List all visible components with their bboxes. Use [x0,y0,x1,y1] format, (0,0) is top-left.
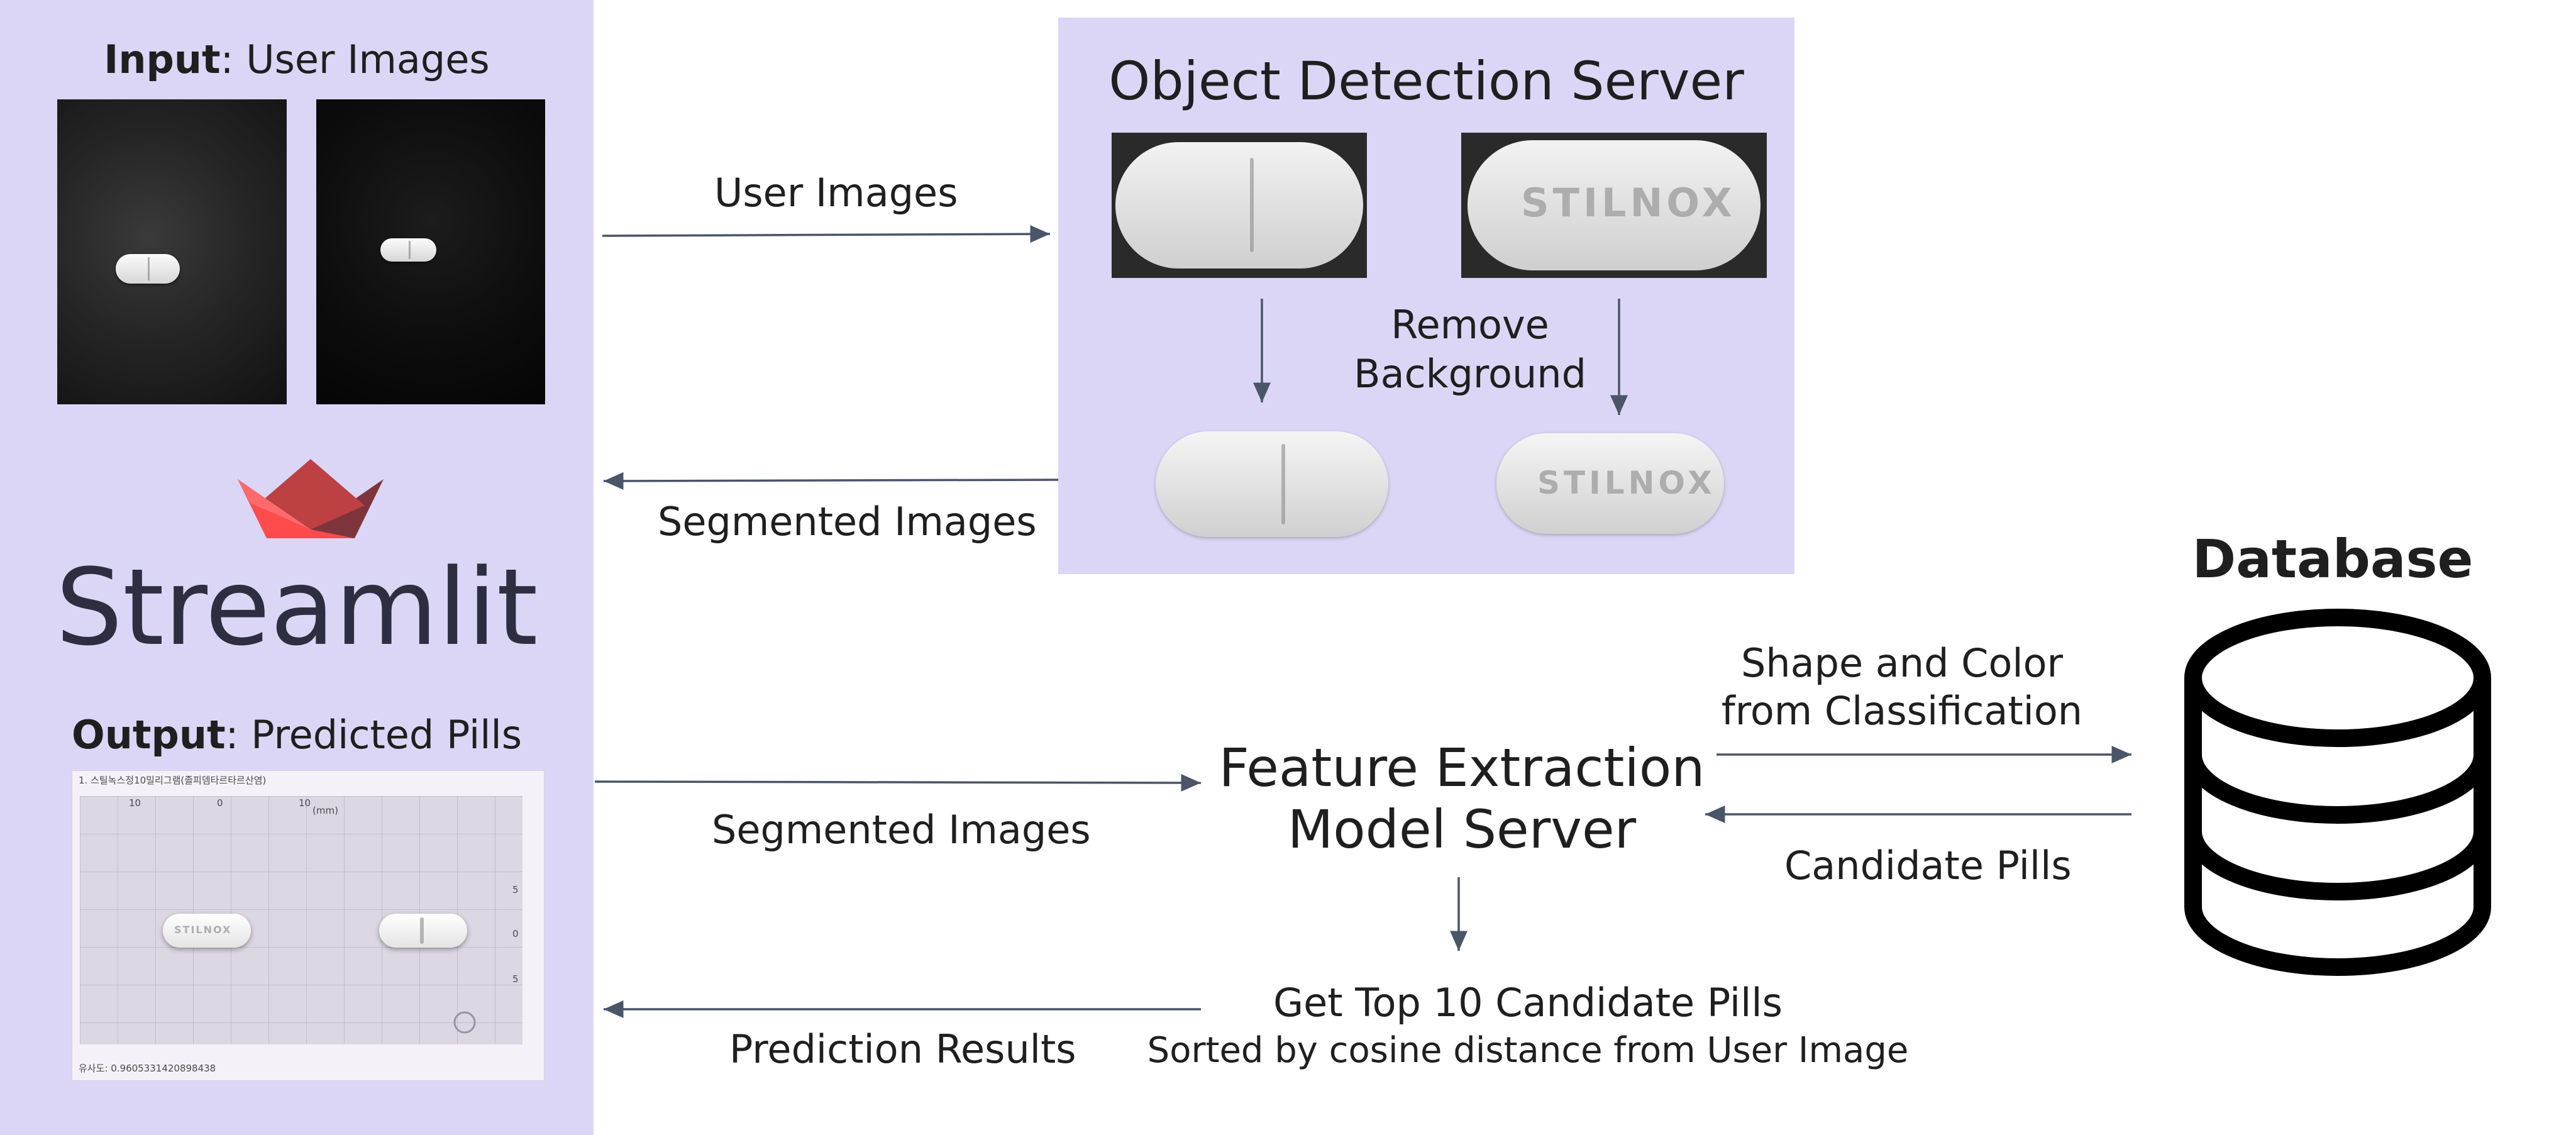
result-measure-grid: 10 0 10 (mm) 5 0 5 STILNOX [80,796,522,1044]
arrow-segmented-forward [594,773,1202,792]
arrow-label-user-images: User Images [714,170,958,216]
result-header: 1. 스틸녹스정10밀리그램(졸피뎀타르타르산염) [79,775,267,786]
result-pill-front: STILNOX [163,914,251,948]
prediction-result-card: 1. 스틸녹스정10밀리그램(졸피뎀타르타르산염) 10 0 10 (mm) 5… [72,770,544,1081]
object-detection-server: Object Detection Server STILNOX Remove B… [1058,18,1794,574]
side-tick: 5 [512,884,519,895]
ruler-label: 10 [129,797,141,809]
input-label: Input: User Images [104,36,490,82]
user-image-1 [57,99,287,404]
arrow-label-shape-color: Shape and Color from Classification [1721,640,2083,734]
similarity-score: 유사도: 0.9605331420898438 [79,1063,216,1074]
watermark-seal-icon [453,1011,476,1034]
arrow-label-prediction-results: Prediction Results [729,1026,1076,1072]
arrow-segmented-back [603,472,1059,490]
segmented-pill-scored [1156,431,1388,537]
streamlit-wordmark: Streamlit [55,546,538,669]
pill-photo-scored [1112,133,1367,278]
output-label: Output: Predicted Pills [72,712,522,758]
arrow-label-segmented-fwd: Segmented Images [712,807,1091,853]
database-title: Database [2192,528,2474,590]
streamlit-logo-icon [238,459,384,538]
arrow-label-segmented-back: Segmented Images [658,499,1037,545]
side-tick: 5 [512,973,519,985]
result-pill-back [379,914,467,948]
top10-caption: Get Top 10 Candidate Pills Sorted by cos… [1147,980,1909,1071]
database-icon [2184,609,2491,976]
ruler-label: 0 [217,797,223,809]
feature-extraction-title: Feature Extraction Model Server [1219,737,1705,860]
streamlit-panel: Input: User Images Streamlit Output: Pre… [0,0,594,1135]
segmented-pill-imprint: STILNOX [1496,433,1724,534]
ruler-label: 10 [299,797,311,809]
arrow-label-candidate-pills: Candidate Pills [1784,843,2072,889]
side-tick: 0 [512,928,519,939]
user-image-2 [316,99,545,404]
pill-photo-imprint: STILNOX [1461,133,1767,278]
remove-background-label: Remove Background [1354,302,1586,397]
arrow-user-images [602,225,1051,243]
object-detection-title: Object Detection Server [1108,50,1744,112]
ruler-label: (mm) [312,805,338,816]
